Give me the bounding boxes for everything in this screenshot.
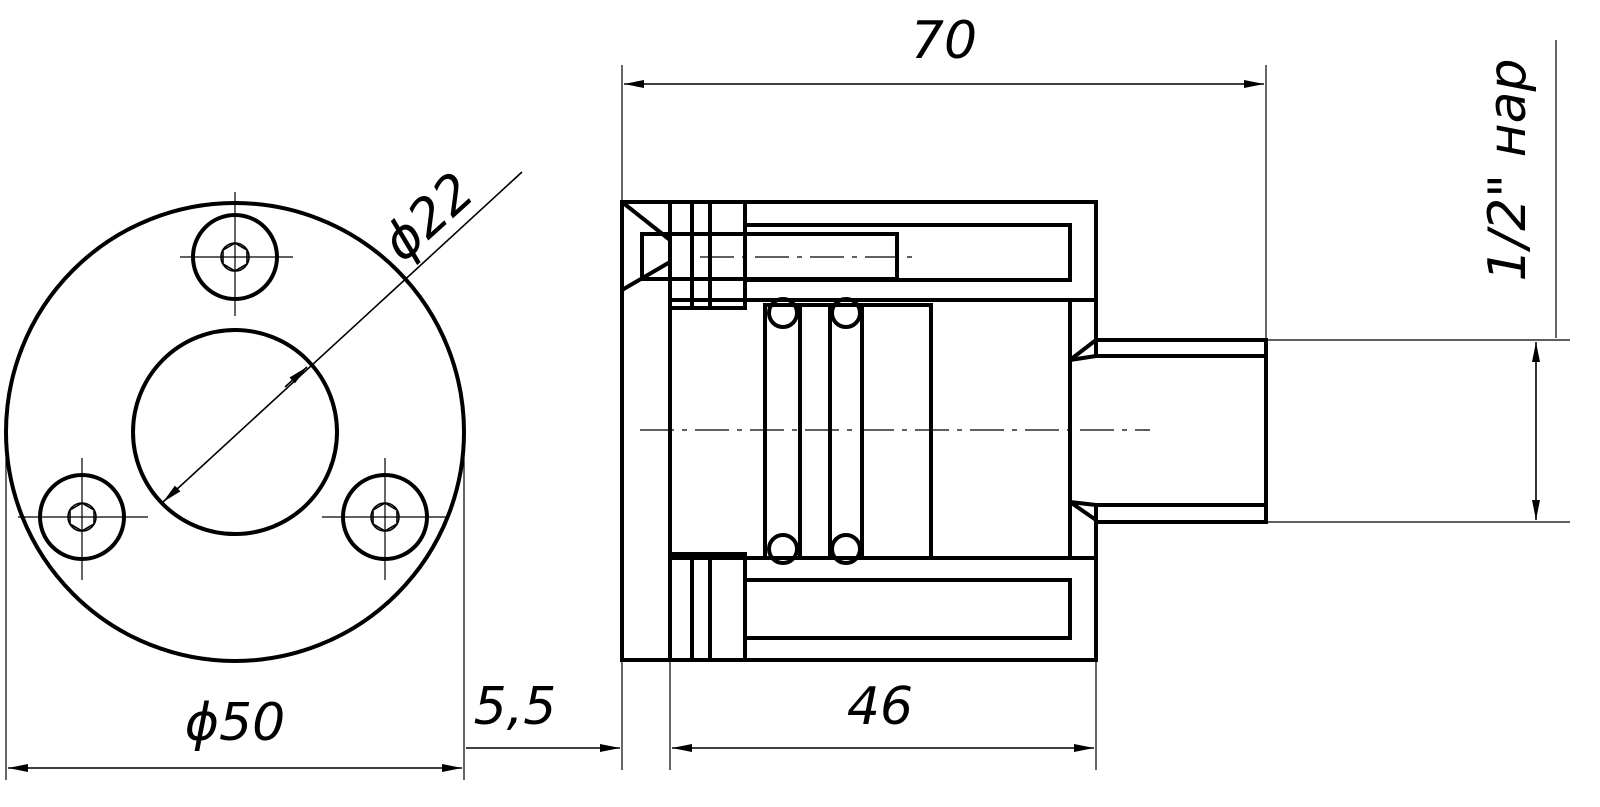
- o-ring-1-top: [767, 297, 799, 329]
- thread-label: 1/2" нар: [1478, 58, 1538, 281]
- front-view: ϕ22 ϕ50: [4, 161, 523, 780]
- body-wall-top: [743, 200, 1098, 302]
- bolt-hole-top: [180, 192, 293, 316]
- hole-diameter-leader: [162, 171, 523, 503]
- flange-diameter-label: ϕ50: [185, 693, 285, 753]
- flange-plate: [620, 200, 672, 662]
- section-view: 70 5,5 46 1/2" нар: [466, 11, 1570, 770]
- piston: [763, 303, 933, 560]
- inner-cavity: [668, 298, 1072, 560]
- body-length-label: 46: [847, 677, 913, 737]
- bolt-hole-left: [18, 458, 148, 580]
- body-wall-bottom: [743, 556, 1098, 662]
- center-bore: [131, 328, 339, 536]
- outlet-pipe: [1094, 338, 1268, 358]
- o-ring-2-bottom: [830, 533, 862, 565]
- body-end-wall: [1068, 298, 1098, 365]
- o-ring-1-bottom: [767, 533, 799, 565]
- overall-length-label: 70: [911, 11, 977, 71]
- o-ring-2-top: [830, 297, 862, 329]
- flange-thickness-label: 5,5: [474, 677, 557, 737]
- hole-diameter-arrow: [284, 366, 308, 388]
- hole-diameter-label: ϕ22: [371, 161, 486, 273]
- bolt-hole-right: [322, 458, 447, 580]
